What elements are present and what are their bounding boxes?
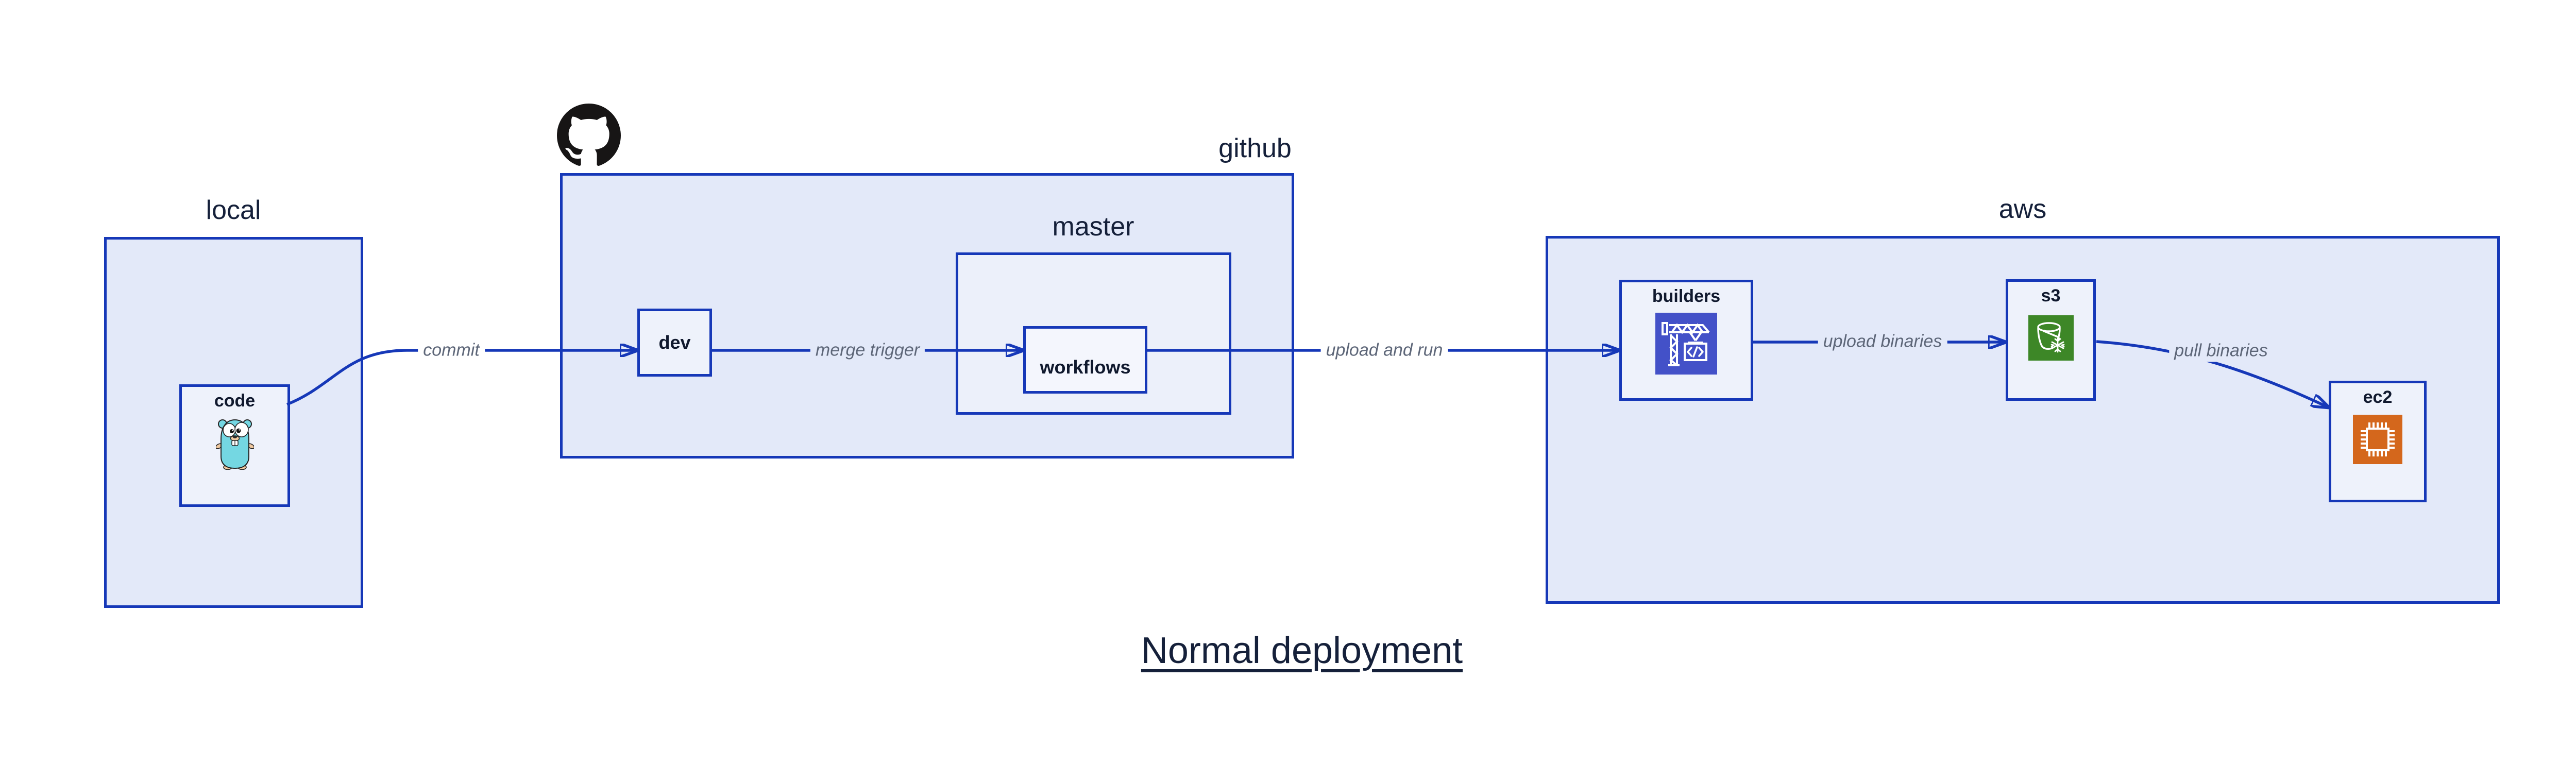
node-label-ec2: ec2 <box>2363 387 2393 407</box>
edge-label-commit: commit <box>418 339 485 362</box>
diagram-title: Normal deployment <box>1141 630 1463 671</box>
node-label-s3: s3 <box>2041 286 2061 305</box>
group-label-aws: aws <box>1998 194 2047 224</box>
edge-label-upload-binaries: upload binaries <box>1818 330 1947 353</box>
node-code-box: code <box>179 384 290 507</box>
node-builders-box: builders <box>1619 280 1753 401</box>
group-label-master: master <box>1052 212 1134 242</box>
edge-label-merge-trigger: merge trigger <box>810 339 925 362</box>
edge-label-upload-and-run: upload and run <box>1320 339 1448 362</box>
node-label-dev: dev <box>658 332 691 353</box>
node-s3-box: s3 <box>2006 279 2096 401</box>
github-octocat-logo-icon <box>557 104 621 167</box>
node-label-code: code <box>214 391 256 411</box>
node-workflows-box: workflows <box>1023 326 1147 394</box>
group-label-local: local <box>206 195 261 225</box>
node-label-workflows: workflows <box>1040 356 1131 378</box>
s3-bucket-snowflake-icon <box>2028 315 2074 363</box>
codebuild-crane-icon <box>1655 313 1717 377</box>
edge-label-pull-binaries: pull binaries <box>2169 339 2273 362</box>
node-ec2-box: ec2 <box>2329 381 2427 502</box>
go-gopher-icon <box>215 417 255 472</box>
node-dev-box: dev <box>637 309 712 377</box>
group-label-github: github <box>1218 133 1292 163</box>
ec2-chip-icon <box>2353 415 2402 467</box>
node-label-builders: builders <box>1652 286 1721 306</box>
